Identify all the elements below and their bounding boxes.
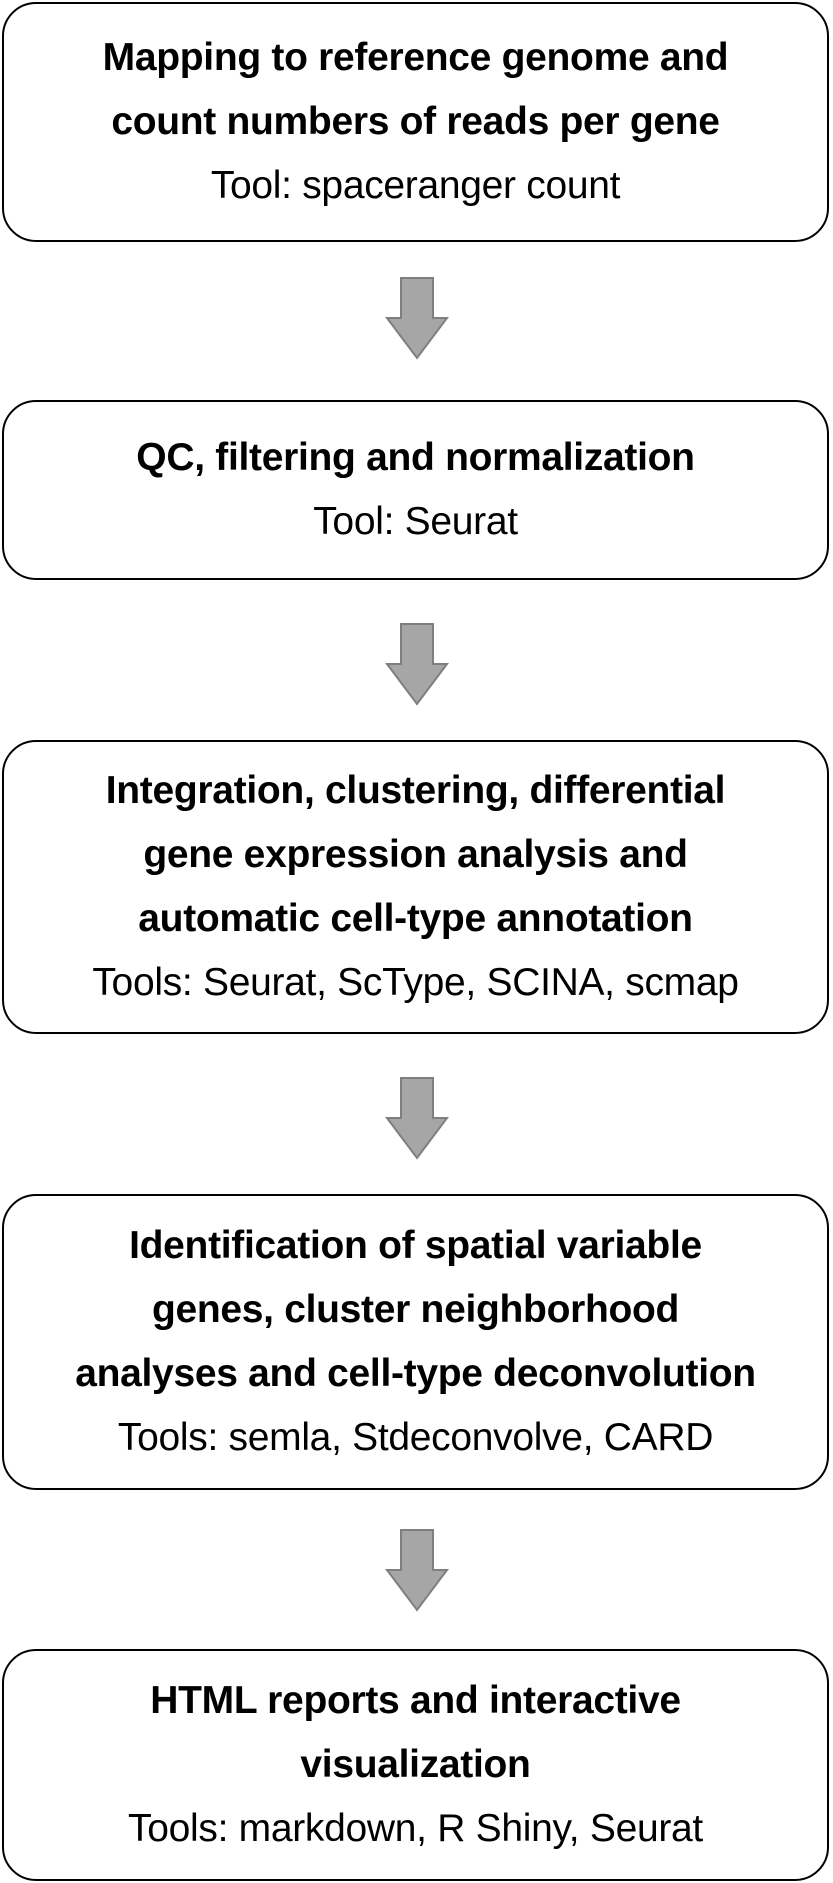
step-box-mapping: Mapping to reference genome and count nu…: [2, 2, 829, 242]
step-title-line: QC, filtering and normalization: [136, 436, 695, 479]
step-tools: Tool: Seurat: [313, 500, 518, 543]
step-title-line: Mapping to reference genome and: [102, 36, 729, 79]
step-title-line: Identification of spatial variable: [129, 1224, 702, 1267]
step-box-reports: HTML reports and interactive visualizati…: [2, 1649, 829, 1881]
step-box-integration: Integration, clustering, differential ge…: [2, 740, 829, 1034]
step-title: Identification of spatial variable genes…: [75, 1214, 756, 1406]
step-title: HTML reports and interactive visualizati…: [150, 1669, 681, 1797]
step-title-line: automatic cell-type annotation: [138, 897, 693, 940]
step-tools: Tools: markdown, R Shiny, Seurat: [128, 1807, 703, 1850]
down-arrow-icon: [385, 1077, 449, 1160]
step-title-line: Integration, clustering, differential: [105, 769, 726, 812]
step-tools: Tools: semla, Stdeconvolve, CARD: [117, 1416, 714, 1459]
step-title-line: gene expression analysis and: [143, 833, 688, 876]
step-title-line: genes, cluster neighborhood: [151, 1288, 680, 1331]
step-tools: Tool: spaceranger count: [210, 164, 621, 207]
step-title-line: visualization: [300, 1743, 531, 1786]
down-arrow-icon: [385, 277, 449, 360]
step-box-spatial: Identification of spatial variable genes…: [2, 1194, 829, 1490]
step-tools: Tools: Seurat, ScType, SCINA, scmap: [92, 961, 739, 1004]
step-box-qc: QC, filtering and normalization Tool: Se…: [2, 400, 829, 580]
step-title-line: HTML reports and interactive: [150, 1679, 681, 1722]
step-title: Integration, clustering, differential ge…: [105, 759, 726, 951]
step-title: Mapping to reference genome and count nu…: [103, 26, 729, 154]
down-arrow-icon: [385, 1529, 449, 1612]
step-title-line: count numbers of reads per gene: [111, 100, 720, 143]
down-arrow-icon: [385, 623, 449, 706]
step-title: QC, filtering and normalization: [136, 426, 695, 490]
step-title-line: analyses and cell-type deconvolution: [75, 1352, 756, 1395]
